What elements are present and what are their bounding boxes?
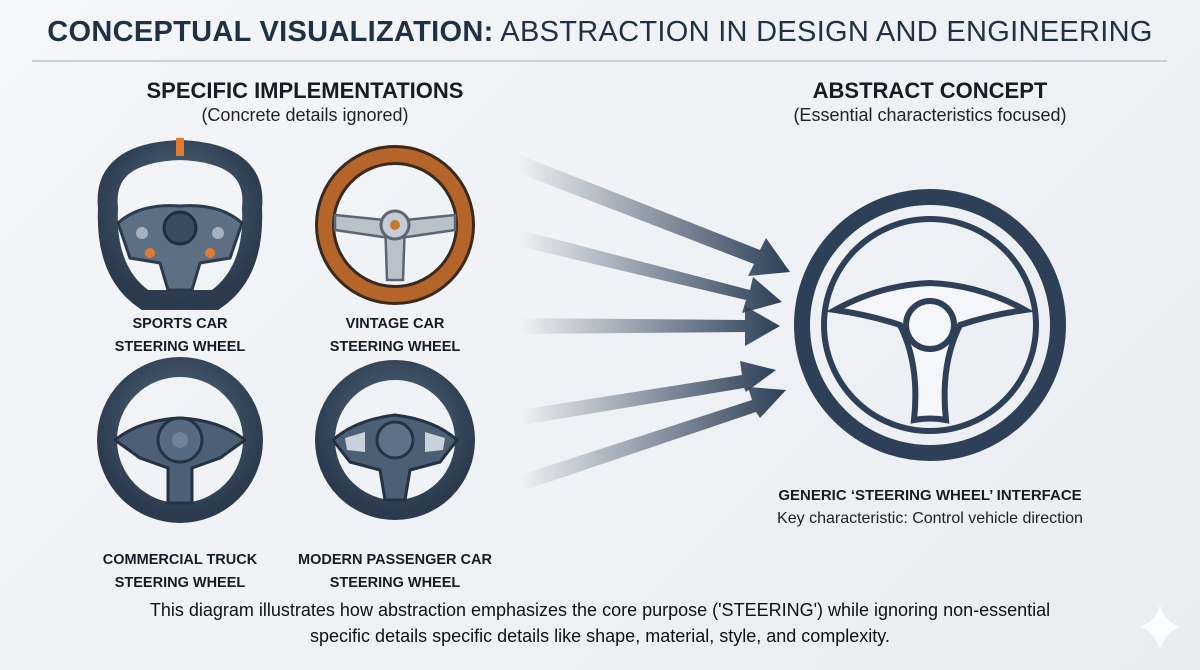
sports-car-wheel-icon: [97, 138, 263, 310]
arrow-icon: [520, 387, 786, 490]
arrow-icon: [518, 230, 782, 313]
left-subtitle: (Concrete details ignored): [201, 105, 409, 125]
generic-wheel-caption: Key characteristic: Control vehicle dire…: [777, 510, 1083, 527]
arrow-icon: [520, 306, 780, 346]
sparkle-icon: [1140, 605, 1180, 650]
footer-description: This diagram illustrates how abstraction…: [149, 600, 1051, 646]
title-divider: [32, 60, 1167, 62]
right-heading: ABSTRACT CONCEPT: [812, 78, 1048, 103]
commercial-truck-wheel-icon: [97, 357, 263, 523]
left-heading: SPECIFIC IMPLEMENTATIONS: [146, 78, 464, 103]
page-title: CONCEPTUAL VISUALIZATION: ABSTRACTION IN…: [47, 16, 1153, 48]
modern-passenger-car-wheel-icon: [315, 360, 475, 520]
vintage-car-wheel-icon: [315, 145, 475, 305]
abstraction-arrows: [516, 155, 790, 490]
generic-wheel-label: GENERIC ‘STEERING WHEEL’ INTERFACE: [778, 487, 1082, 504]
arrow-icon: [520, 361, 776, 425]
arrow-icon: [516, 155, 790, 276]
right-subtitle: (Essential characteristics focused): [793, 105, 1067, 125]
generic-steering-wheel-icon: [794, 189, 1066, 461]
